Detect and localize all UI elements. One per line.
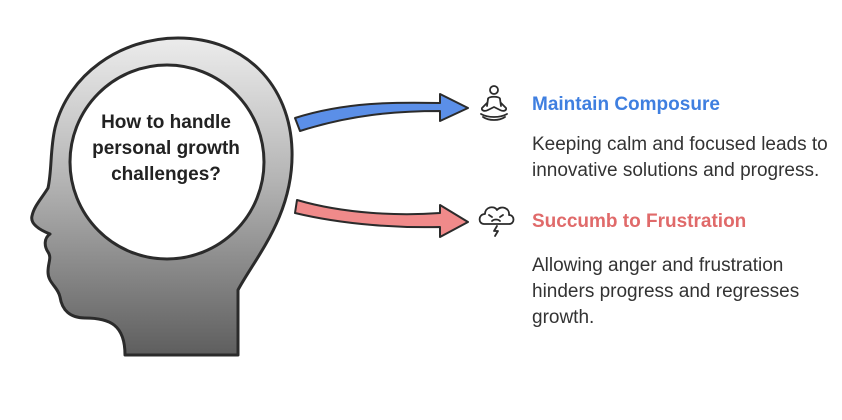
angry-storm-cloud-icon xyxy=(478,206,515,237)
maintain-composure-title: Maintain Composure xyxy=(532,94,720,115)
maintain-composure-description: Keeping calm and focused leads to innova… xyxy=(532,134,828,181)
meditation-icon xyxy=(480,85,508,121)
composure-arrow xyxy=(294,93,469,132)
question-circle xyxy=(68,63,266,261)
frustration-arrow xyxy=(294,199,469,238)
succumb-to-frustration-description: Allowing anger and frustration hinders p… xyxy=(532,255,800,328)
question-text: How to handle personal growth challenges… xyxy=(92,112,240,185)
succumb-to-frustration-title: Succumb to Frustration xyxy=(532,211,747,232)
